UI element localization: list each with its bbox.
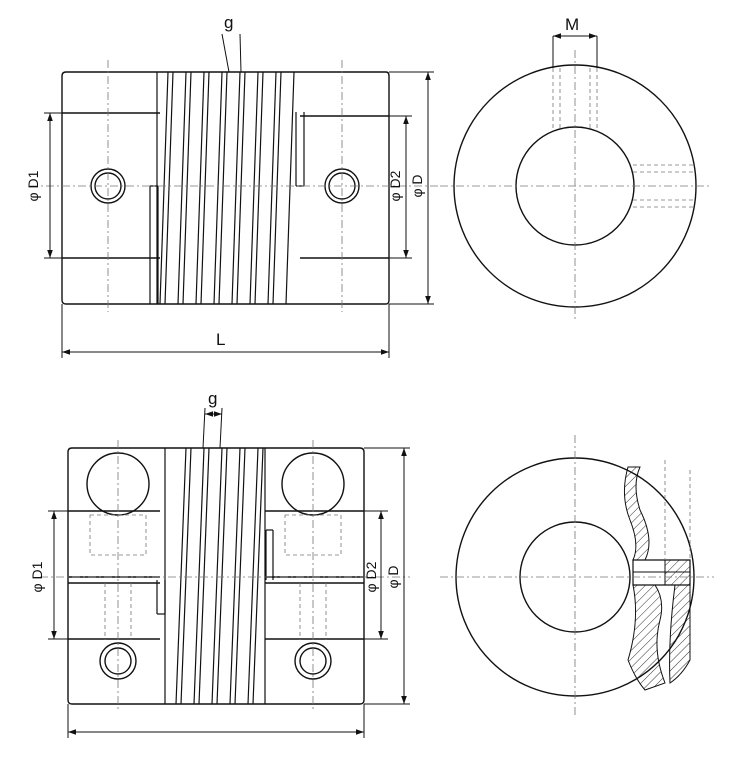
bottom-d2-label: φ D2: [363, 561, 379, 592]
top-side-view: [61, 71, 390, 305]
coupling-body-outline-2: [67, 447, 365, 705]
bottom-d-label: φ D: [385, 565, 401, 588]
coupling-body-outline: [61, 71, 390, 305]
top-d1-label: φ D1: [25, 170, 41, 201]
top-dimensions: [44, 33, 434, 358]
bottom-side-hidden-lines: [40, 440, 410, 710]
top-side-centerlines: [30, 60, 440, 312]
bottom-side-view: [67, 447, 365, 705]
bottom-gap-label: g: [208, 389, 217, 408]
top-length-label: L: [216, 330, 225, 349]
bottom-d1-label: φ D1: [29, 561, 45, 592]
gap-leader-right: [239, 33, 242, 73]
helical-slots: [149, 71, 305, 305]
section-hatch-lower: [627, 584, 666, 691]
top-d-label: φ D: [409, 174, 425, 197]
top-end-view: [453, 33, 697, 308]
helical-slots-2: [156, 447, 274, 705]
gap-leader-left: [221, 33, 230, 73]
bottom-end-view: [440, 435, 714, 715]
bottom-dimensions: [48, 407, 410, 738]
top-gap-label: g: [224, 13, 233, 32]
screw-size-label: M: [565, 15, 579, 34]
top-d2-label: φ D2: [387, 170, 403, 201]
top-end-hidden-lines: [440, 50, 710, 320]
